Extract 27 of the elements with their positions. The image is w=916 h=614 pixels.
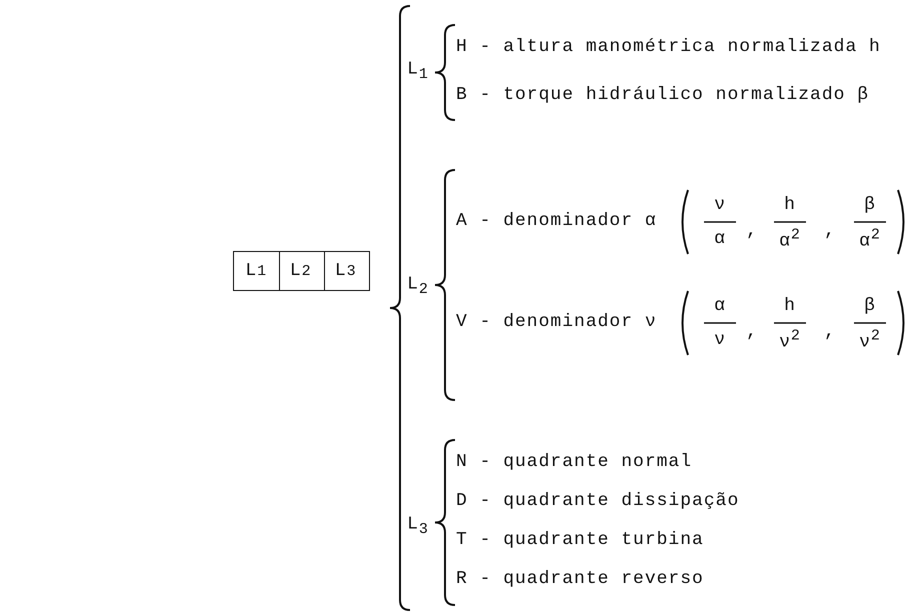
math-symbol: ν$^{2}$ <box>779 328 801 354</box>
legend-entry: N - quadrante normal <box>456 453 692 473</box>
group-label: L$_{2}$ <box>407 275 429 299</box>
legend-entry: D - quadrante dissipação <box>456 492 740 512</box>
math-symbol: β <box>864 297 876 317</box>
math-symbol: , <box>746 323 758 343</box>
math-symbol: , <box>746 222 758 242</box>
math-symbol: ν$^{2}$ <box>859 328 881 354</box>
math-symbol: ν <box>714 196 726 216</box>
math-symbol: ν <box>714 331 726 351</box>
math-symbol: β <box>864 196 876 216</box>
legend-entry: H - altura manométrica normalizada h <box>456 38 881 58</box>
legend-entry: R - quadrante reverso <box>456 570 704 590</box>
math-symbol: α$^{2}$ <box>779 228 801 252</box>
group-label: L$_{3}$ <box>407 515 429 539</box>
math-symbol: α$^{2}$ <box>859 228 881 252</box>
legend-entry: V - denominador ν <box>456 313 657 333</box>
legend-entry: B - torque hidráulico normalizado β <box>456 86 870 106</box>
legend-entry: A - denominador α <box>456 212 657 232</box>
math-symbol: h <box>784 297 796 317</box>
math-symbol: α <box>714 230 726 250</box>
math-symbol: , <box>824 222 836 242</box>
math-symbol: , <box>824 323 836 343</box>
math-symbol: α <box>714 297 726 317</box>
group-label: L$_{1}$ <box>407 60 429 84</box>
legend-entry: T - quadrante turbina <box>456 531 704 551</box>
math-symbol: h <box>784 196 796 216</box>
